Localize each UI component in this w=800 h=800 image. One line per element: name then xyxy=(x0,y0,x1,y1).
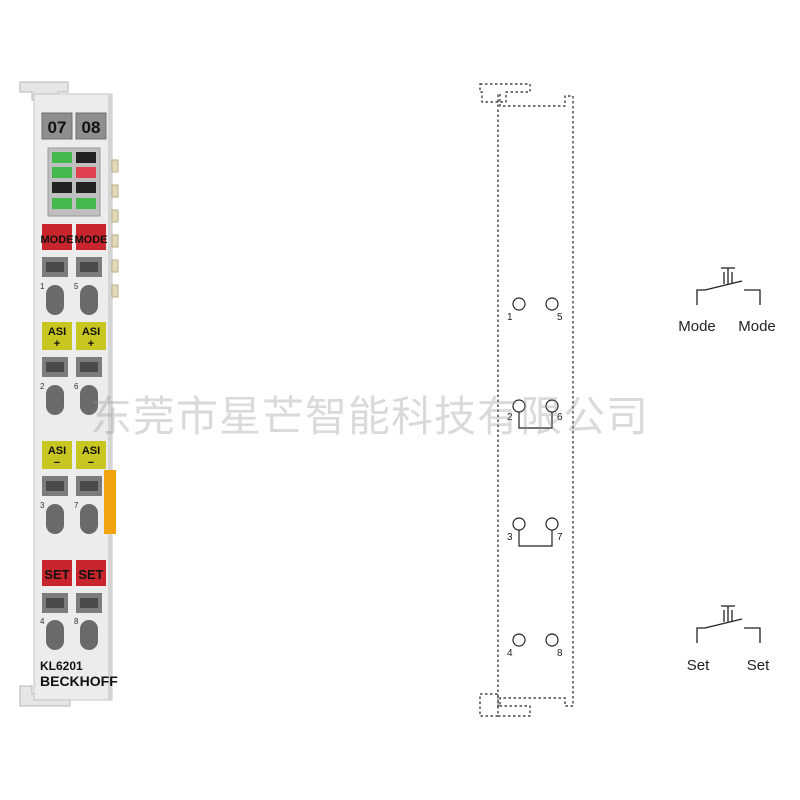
model-label: KL6201 xyxy=(40,659,83,673)
mode-label-right: MODE xyxy=(75,234,108,246)
contact-number-5: 5 xyxy=(74,282,79,291)
spring-contact-2[interactable] xyxy=(46,385,64,415)
pin-label-6: 6 xyxy=(557,412,563,423)
switch-mode-label-left: Mode xyxy=(678,318,716,335)
switch-set-label-right: Set xyxy=(747,657,770,674)
led-2 xyxy=(76,152,96,163)
led-3 xyxy=(52,167,72,178)
asi-minus-right-bottom: − xyxy=(88,457,94,469)
led-5 xyxy=(52,182,72,193)
mode-button-left[interactable] xyxy=(42,224,72,250)
led-8 xyxy=(76,198,96,209)
channel-label-07: 07 xyxy=(48,118,67,137)
led-6 xyxy=(76,182,96,193)
spring-contact-6[interactable] xyxy=(80,385,98,415)
switch-set-label-left: Set xyxy=(687,657,710,674)
asi-plus-left-top: ASI xyxy=(48,326,66,338)
terminal-pair-3: 3 7 xyxy=(40,476,102,534)
contact-number-4: 4 xyxy=(40,617,45,626)
led-7 xyxy=(52,198,72,209)
channel-label-08: 08 xyxy=(82,118,101,137)
asi-minus-left-top: ASI xyxy=(48,445,66,457)
contact-number-3: 3 xyxy=(40,501,45,510)
channel-tag-08 xyxy=(75,112,107,140)
pin-5 xyxy=(545,297,559,311)
pin-4 xyxy=(512,633,526,647)
led-1 xyxy=(52,152,72,163)
asi-plus-right-bottom: + xyxy=(88,338,94,350)
contact-number-2: 2 xyxy=(40,382,45,391)
brand-logo: BECKHOFF xyxy=(40,673,118,689)
asi-plus-right-top: ASI xyxy=(82,326,100,338)
pin-1 xyxy=(512,297,526,311)
led-4 xyxy=(76,167,96,178)
spring-contact-1[interactable] xyxy=(46,285,64,315)
switch-symbol-set xyxy=(696,605,761,643)
mode-button-right[interactable] xyxy=(76,224,106,250)
terminal-pair-4: 4 8 xyxy=(40,593,102,650)
pin-8 xyxy=(545,633,559,647)
pin-7 xyxy=(545,517,559,531)
asi-minus-right-top: ASI xyxy=(82,445,100,457)
contact-number-7: 7 xyxy=(74,501,79,510)
pin-label-8: 8 xyxy=(557,648,563,659)
asi-plus-button-right[interactable] xyxy=(76,322,106,350)
outline-top-clip xyxy=(479,83,531,103)
outline-bottom-clip xyxy=(479,693,499,717)
contact-number-6: 6 xyxy=(74,382,79,391)
asi-minus-left-bottom: − xyxy=(54,457,60,469)
contact-number-1: 1 xyxy=(40,282,45,291)
spring-contact-3[interactable] xyxy=(46,504,64,534)
spring-contact-7[interactable] xyxy=(80,504,98,534)
asi-minus-button-left[interactable] xyxy=(42,441,72,469)
spring-contact-4[interactable] xyxy=(46,620,64,650)
pin-label-5: 5 xyxy=(557,312,563,323)
pin-label-7: 7 xyxy=(557,532,563,543)
switch-mode-label-right: Mode xyxy=(738,318,776,335)
set-button-right[interactable] xyxy=(76,560,106,586)
jumper-2-6 xyxy=(518,412,553,429)
set-label-right: SET xyxy=(78,567,103,582)
outline-bottom-rail xyxy=(498,705,531,717)
pin-3 xyxy=(512,517,526,531)
orange-strip xyxy=(104,470,116,534)
jumper-3-7 xyxy=(518,530,553,547)
pin-label-2: 2 xyxy=(507,412,513,423)
terminal-module: 07 08 MODE MODE 1 5 ASI + ASI + xyxy=(19,81,119,707)
pin-label-1: 1 xyxy=(507,312,513,323)
spring-contact-8[interactable] xyxy=(80,620,98,650)
terminal-pair-1: 1 5 xyxy=(40,257,102,315)
watermark-text: 东莞市星芒智能科技有限公司 xyxy=(90,392,650,441)
switch-symbol-mode xyxy=(696,267,761,305)
mode-label-left: MODE xyxy=(41,234,74,246)
contact-number-8: 8 xyxy=(74,617,79,626)
asi-minus-button-right[interactable] xyxy=(76,441,106,469)
body-edge xyxy=(108,94,112,700)
asi-plus-button-left[interactable] xyxy=(42,322,72,350)
schematic-pins xyxy=(512,297,559,647)
terminal-pair-2: 2 6 xyxy=(40,357,102,415)
side-contacts xyxy=(111,159,119,298)
asi-plus-left-bottom: + xyxy=(54,338,60,350)
pin-label-4: 4 xyxy=(507,648,513,659)
channel-tag-07 xyxy=(41,112,73,140)
schematic-outline xyxy=(479,83,574,717)
pin-label-3: 3 xyxy=(507,532,513,543)
set-label-left: SET xyxy=(44,567,69,582)
set-button-left[interactable] xyxy=(42,560,72,586)
spring-contact-5[interactable] xyxy=(80,285,98,315)
